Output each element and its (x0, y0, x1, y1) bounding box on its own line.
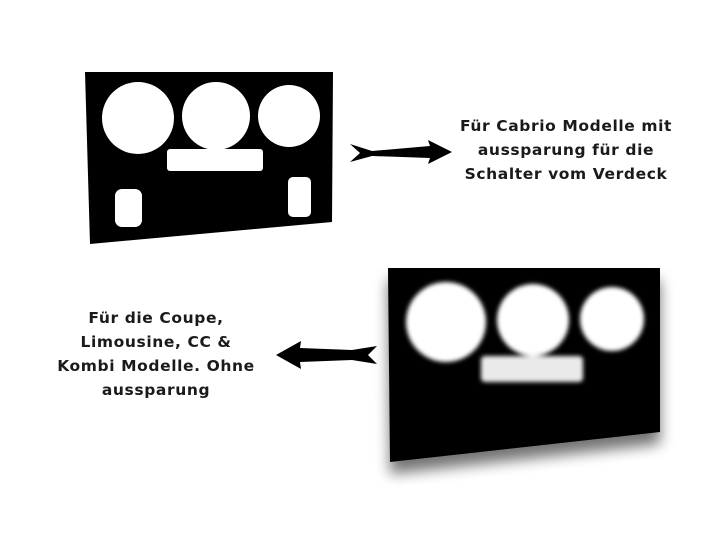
caption-coupe-line-1: Für die Coupe, (88, 309, 224, 327)
arrow-right-icon (350, 140, 452, 164)
switch-cutout-left (115, 189, 142, 227)
caption-coupe-line-2: Limousine, CC & (80, 333, 232, 351)
gauge-cutout-left-2 (406, 282, 486, 362)
caption-coupe-line-3: Kombi Modelle. Ohne (57, 357, 255, 375)
cabrio-panel (85, 72, 333, 244)
gauge-cutout-left (102, 82, 174, 154)
caption-coupe: Für die Coupe, Limousine, CC & Kombi Mod… (30, 306, 282, 402)
coupe-panel-cutouts (406, 282, 644, 382)
display-cutout (167, 149, 263, 171)
caption-coupe-line-4: aussparung (101, 381, 211, 399)
gauge-cutout-right-2 (580, 287, 644, 351)
gauge-cutout-right (258, 85, 320, 147)
caption-cabrio-line-2: aussparung für die (477, 141, 655, 159)
arrow-left-icon (276, 341, 377, 369)
gauge-cutout-center-2 (497, 284, 569, 356)
caption-cabrio-line-1: Für Cabrio Modelle mit (459, 117, 673, 135)
caption-cabrio-line-3: Schalter vom Verdeck (464, 165, 668, 183)
gauge-cutout-center (182, 82, 250, 150)
display-cutout-2 (481, 356, 583, 382)
switch-cutout-right (288, 177, 311, 217)
caption-cabrio: Für Cabrio Modelle mit aussparung für di… (432, 114, 700, 186)
